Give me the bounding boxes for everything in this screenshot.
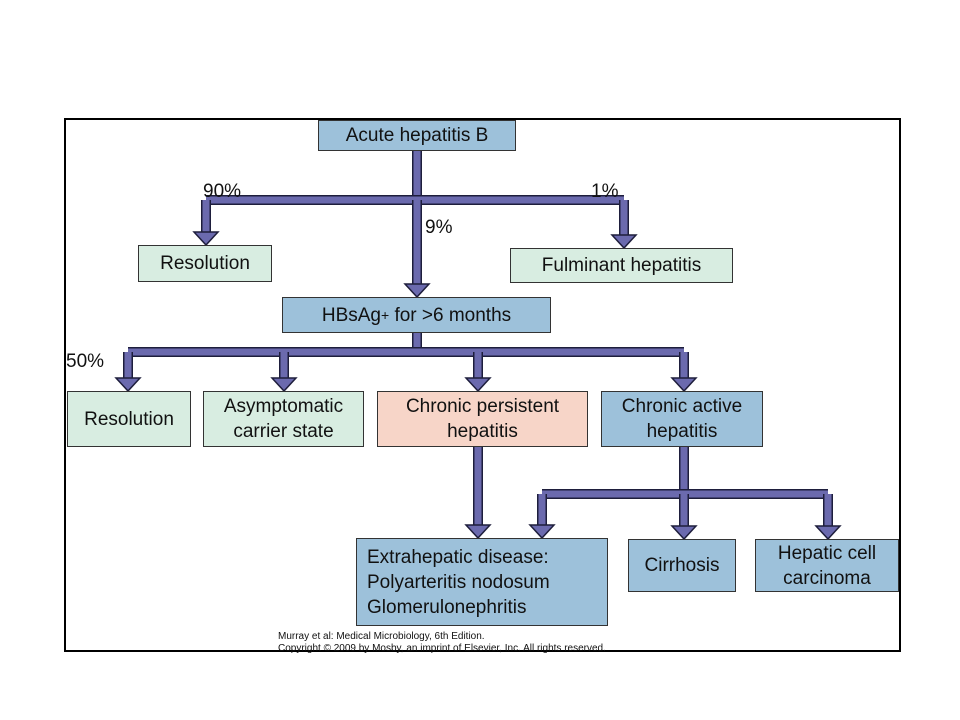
node-cirrhosis: Cirrhosis bbox=[628, 539, 736, 592]
percent-90: 90% bbox=[203, 181, 242, 202]
node-resolution-bottom: Resolution bbox=[67, 391, 191, 447]
percent-9: 9% bbox=[425, 217, 453, 238]
arrowhead-fulminant bbox=[610, 234, 638, 250]
percent-50: 50% bbox=[66, 351, 105, 372]
node-extrahepatic-disease: Extrahepatic disease: Polyarteritis nodo… bbox=[356, 538, 608, 626]
node-fulminant-hepatitis: Fulminant hepatitis bbox=[510, 248, 733, 283]
arrowhead-carrier bbox=[270, 377, 298, 393]
arrowhead-persistent bbox=[464, 377, 492, 393]
node-asymptomatic-carrier: Asymptomatic carrier state bbox=[203, 391, 364, 447]
node-chronic-persistent: Chronic persistent hepatitis bbox=[377, 391, 588, 447]
node-resolution-top: Resolution bbox=[138, 245, 272, 282]
arrowhead-extrahepatic-from-active bbox=[528, 524, 556, 540]
arrowhead-hbsag bbox=[403, 283, 431, 299]
hbsag-suffix: for >6 months bbox=[389, 304, 512, 326]
arrowhead-active bbox=[670, 377, 698, 393]
arrowhead-resolution-bottom bbox=[114, 377, 142, 393]
percent-1: 1% bbox=[591, 181, 619, 202]
arrowhead-carcinoma bbox=[814, 525, 842, 541]
node-acute-hepatitis-b: Acute hepatitis B bbox=[318, 120, 516, 151]
arrowhead-extrahepatic-from-persistent bbox=[464, 524, 492, 540]
node-hbsag-positive: HBsAg+ for >6 months bbox=[282, 297, 551, 333]
credit-line-1: Murray et al: Medical Microbiology, 6th … bbox=[278, 631, 485, 642]
arrowhead-resolution-top bbox=[192, 231, 220, 247]
node-hepatic-cell-carcinoma: Hepatic cell carcinoma bbox=[755, 539, 899, 592]
credit-line-2: Copyright © 2009 by Mosby, an imprint of… bbox=[278, 643, 606, 654]
node-chronic-active: Chronic active hepatitis bbox=[601, 391, 763, 447]
hbsag-prefix: HBsAg bbox=[321, 304, 381, 326]
arrowhead-cirrhosis bbox=[670, 525, 698, 541]
